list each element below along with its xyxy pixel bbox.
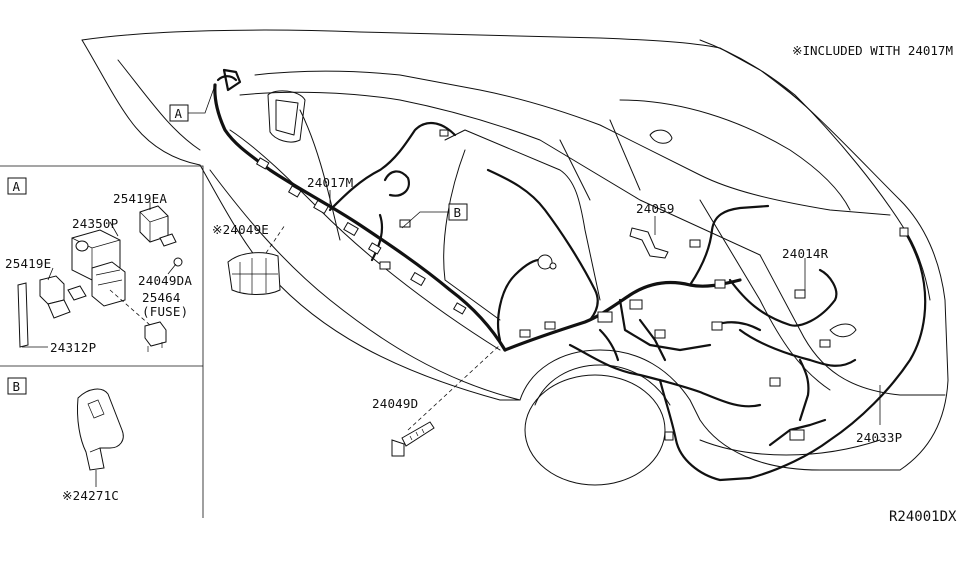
callout-b: B <box>448 203 468 221</box>
label-25419e: 25419E <box>5 256 51 271</box>
label-24312p: 24312P <box>50 340 96 355</box>
label-24017m: 24017M <box>307 175 353 190</box>
panel-a-tag: A <box>13 179 21 194</box>
bracket-24271c <box>77 388 124 471</box>
label-24350p: 24350P <box>72 216 118 231</box>
callout-a-letter: A <box>175 106 183 121</box>
main-harness-24017m <box>213 68 507 352</box>
part-24049e-grommet <box>227 252 281 295</box>
inset-panel-b: B ※24271C <box>7 377 124 503</box>
label-24014r: 24014R <box>782 246 829 261</box>
label-25464: 25464 <box>142 290 181 305</box>
bracket-24312p <box>17 282 29 348</box>
reference-code: R24001DX <box>889 509 957 525</box>
label-24059: 24059 <box>636 201 675 216</box>
callout-a: A <box>169 104 189 122</box>
leader-lines <box>188 87 881 431</box>
label-24033p: 24033P <box>856 430 902 445</box>
callout-b-letter: B <box>454 205 462 220</box>
label-25464-fuse: (FUSE) <box>142 304 188 319</box>
harness-connectors <box>255 129 909 441</box>
label-24049da: 24049DA <box>138 273 192 288</box>
included-note: ※INCLUDED WITH 24017M <box>792 43 953 58</box>
part-24059-bracket <box>629 227 669 259</box>
label-24049e: ※24049E <box>212 222 269 237</box>
relay-block-24350p <box>71 229 126 307</box>
relay-25419e <box>39 275 87 319</box>
inset-panel-a: A <box>0 165 204 518</box>
label-24271c: ※24271C <box>62 488 119 503</box>
fuse-25464 <box>144 321 167 352</box>
car-body-outline <box>81 29 949 486</box>
part-24049d-bolt <box>391 421 435 457</box>
relay-25419ea <box>139 205 177 247</box>
panel-b-tag: B <box>13 379 21 394</box>
label-25419ea: 25419EA <box>113 191 167 206</box>
label-24049d: 24049D <box>372 396 418 411</box>
body-harness <box>486 168 927 482</box>
